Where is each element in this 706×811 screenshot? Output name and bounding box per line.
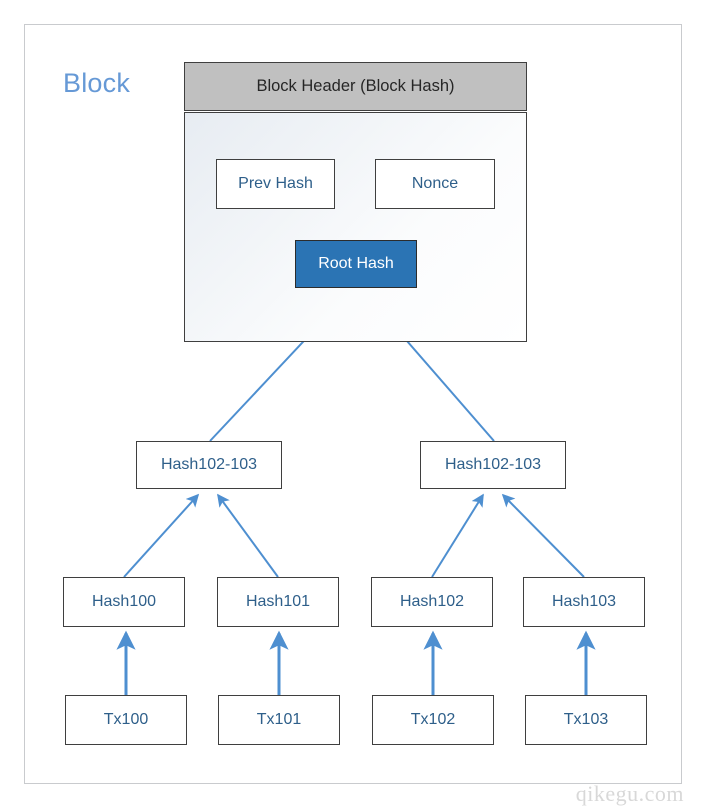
merkle-mid-node-right-label: Hash102-103 [444,456,542,473]
block-header-label: Block Header (Block Hash) [256,77,455,95]
prev-hash-box[interactable]: Prev Hash [216,159,335,209]
transaction-box-tx103[interactable]: Tx103 [525,695,647,745]
transaction-box-tx102-label: Tx102 [410,711,456,728]
merkle-mid-node-right[interactable]: Hash102-103 [420,441,566,489]
nonce-box[interactable]: Nonce [375,159,495,209]
transaction-box-tx100[interactable]: Tx100 [65,695,187,745]
page-title: Block [63,68,131,98]
block-container: Block Header (Block Hash) [184,62,527,342]
merkle-leaf-hash-102-label: Hash102 [399,593,465,610]
transaction-box-tx101[interactable]: Tx101 [218,695,340,745]
root-hash-box[interactable]: Root Hash [295,240,417,288]
merkle-mid-node-left[interactable]: Hash102-103 [136,441,282,489]
merkle-leaf-hash-100[interactable]: Hash100 [63,577,185,627]
merkle-leaf-hash-102[interactable]: Hash102 [371,577,493,627]
merkle-leaf-hash-103-label: Hash103 [551,593,617,610]
transaction-box-tx103-label: Tx103 [563,711,609,728]
transaction-box-tx100-label: Tx100 [103,711,149,728]
merkle-leaf-hash-101-label: Hash101 [245,593,311,610]
merkle-leaf-hash-103[interactable]: Hash103 [523,577,645,627]
block-body-panel [184,112,527,342]
transaction-box-tx101-label: Tx101 [256,711,302,728]
root-hash-label: Root Hash [318,255,394,272]
merkle-leaf-hash-100-label: Hash100 [91,593,157,610]
watermark: qikegu.com [575,781,684,806]
merkle-leaf-hash-101[interactable]: Hash101 [217,577,339,627]
merkle-mid-node-left-label: Hash102-103 [160,456,258,473]
transaction-box-tx102[interactable]: Tx102 [372,695,494,745]
block-header-bar: Block Header (Block Hash) [184,62,527,111]
nonce-label: Nonce [411,175,459,192]
prev-hash-label: Prev Hash [238,175,313,192]
